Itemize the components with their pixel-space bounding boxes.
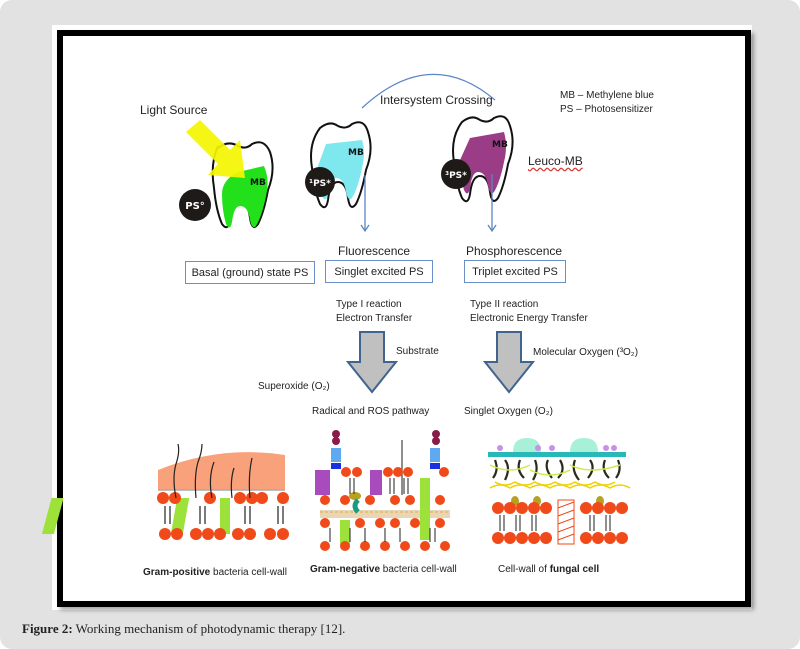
gram-positive-rest: bacteria cell-wall <box>210 567 287 578</box>
figure-caption-label: Figure 2: <box>22 621 73 636</box>
gram-negative-wall-graphic <box>315 430 450 551</box>
gram-positive-caption: Gram-positive bacteria cell-wall <box>143 567 287 578</box>
gram-positive-bold: Gram-positive <box>143 567 211 578</box>
tooth-fill-purple <box>460 132 506 194</box>
svg-text:MB: MB <box>250 178 266 188</box>
figure-caption-text: Working mechanism of photodynamic therap… <box>72 621 346 636</box>
badge-ps3: ³PS* <box>445 171 467 181</box>
fluorescence-label: Fluorescence <box>338 244 411 258</box>
badge-ps3-circle <box>441 159 471 189</box>
badge-ps0: PS° <box>185 201 205 212</box>
fungal-caption: Cell-wall of fungal cell <box>498 564 599 575</box>
state-box-triplet: Triplet excited PS <box>464 260 566 283</box>
figure-caption: Figure 2: Working mechanism of photodyna… <box>22 621 345 637</box>
radical-ros-label: Radical and ROS pathway <box>312 406 430 417</box>
state-box-ground: Basal (ground) state PS <box>185 261 315 284</box>
gram-positive-wall-graphic <box>41 443 289 540</box>
leuco-mb-label: Leuco-MB <box>528 154 583 168</box>
legend-ps: PS – Photosensitizer <box>560 104 653 115</box>
tooth-fill-green <box>222 166 268 228</box>
phosphorescence-label: Phosphorescence <box>466 244 563 258</box>
svg-text:MB: MB <box>348 148 364 158</box>
gram-negative-caption: Gram-negative bacteria cell-wall <box>310 564 457 575</box>
fungal-bold: fungal cell <box>549 564 600 575</box>
intersystem-crossing-label: Intersystem Crossing <box>380 93 493 107</box>
badge-ps1: ¹PS* <box>309 179 331 189</box>
superoxide-label: Superoxide (O₂) <box>258 381 330 392</box>
type2-line1: Type II reaction <box>470 299 539 310</box>
type2-reaction-label: Type II reaction Electronic Energy Trans… <box>470 298 588 326</box>
state-box-singlet: Singlet excited PS <box>325 260 433 283</box>
badge-ps0-circle <box>179 189 211 221</box>
type1-line2: Electron Transfer <box>336 313 413 324</box>
gram-negative-bold: Gram-negative <box>310 564 381 575</box>
fungal-prefix: Cell-wall of <box>498 564 550 575</box>
substrate-label: Substrate <box>396 346 439 357</box>
type2-line2: Electronic Energy Transfer <box>470 313 588 324</box>
svg-text:MB: MB <box>492 140 508 150</box>
light-source-label: Light Source <box>140 103 208 117</box>
light-source-arrow <box>186 120 245 178</box>
type1-reaction-label: Type I reaction Electron Transfer <box>336 298 412 326</box>
fungal-wall-graphic <box>488 438 631 545</box>
type2-big-arrow <box>482 331 536 394</box>
leuco-mb-text: Leuco-MB <box>528 154 583 168</box>
abbreviation-legend: MB – Methylene blue PS – Photosensitizer <box>560 89 654 117</box>
tooth-triplet-state: MB <box>452 115 514 203</box>
singlet-oxygen-label: Singlet Oxygen (O₂) <box>464 406 553 417</box>
type1-big-arrow <box>345 331 399 394</box>
type1-line1: Type I reaction <box>336 299 402 310</box>
badge-ps1-circle <box>305 167 335 197</box>
molecular-oxygen-label: Molecular Oxygen (³O₂) <box>533 347 639 358</box>
gram-negative-rest: bacteria cell-wall <box>380 564 457 575</box>
legend-mb: MB – Methylene blue <box>560 90 654 101</box>
intersystem-arc <box>361 73 496 109</box>
